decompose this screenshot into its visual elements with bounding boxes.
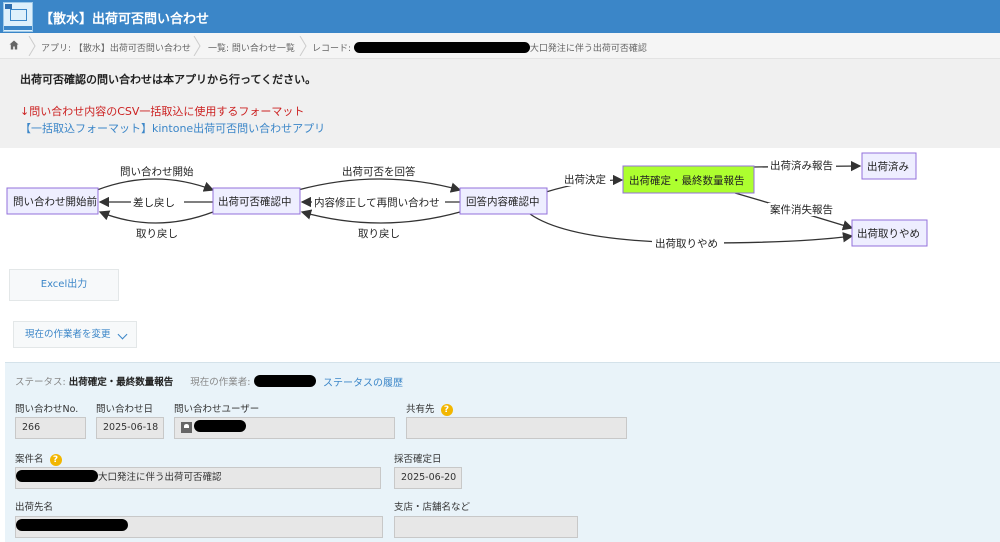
workflow-diagram: 問い合わせ開始 差し戻し 取り戻し 出荷可否を回答 内容修正して再問い合わせ 取… bbox=[6, 152, 928, 250]
redacted-block bbox=[353, 42, 530, 53]
notice-area: 出荷可否確認の問い合わせは本アプリから行ってください。 ↓問い合わせ内容のCSV… bbox=[0, 59, 1000, 148]
breadcrumb-separator bbox=[193, 36, 201, 56]
breadcrumb-separator bbox=[28, 36, 36, 56]
excel-export-button[interactable]: Excel出力 bbox=[9, 269, 119, 301]
inquiry-date-label: 問い合わせ日 bbox=[96, 404, 154, 415]
decision-date-field[interactable]: 2025-06-20 bbox=[394, 467, 462, 489]
edge-label-bg bbox=[768, 159, 836, 172]
edge-withdraw-2 bbox=[300, 209, 461, 224]
decision-date-label: 採否確定日 bbox=[394, 454, 442, 465]
edge-label-report-shipped: 出荷済み報告 bbox=[770, 159, 833, 172]
user-icon bbox=[181, 422, 192, 433]
edge-label-bg bbox=[652, 237, 724, 250]
home-icon[interactable] bbox=[9, 40, 19, 50]
share-label: 共有先? bbox=[406, 401, 453, 416]
edge-answer bbox=[297, 178, 462, 193]
edge-label-report-lost: 案件消失報告 bbox=[770, 203, 833, 216]
edge-label-bg bbox=[768, 203, 836, 216]
app-icon[interactable] bbox=[3, 2, 33, 32]
status-row: ステータス: 出荷確定・最終数量報告 現在の作業者: bbox=[15, 374, 316, 388]
inquiry-no-field[interactable]: 266 bbox=[15, 417, 86, 439]
node-checking: 出荷可否確認中 bbox=[212, 187, 301, 215]
node-cancelled: 出荷取りやめ bbox=[851, 219, 928, 247]
assignee-label: 現在の作業者: bbox=[190, 377, 254, 388]
share-field[interactable] bbox=[406, 417, 627, 439]
edge-label-bg bbox=[562, 173, 610, 186]
inquiry-date-field[interactable]: 2025-06-18 bbox=[96, 417, 164, 439]
edge-label-bg bbox=[131, 196, 184, 209]
help-icon[interactable]: ? bbox=[440, 403, 453, 416]
breadcrumb-record: レコード: 大口発注に伴う出荷可否確認 bbox=[312, 42, 647, 54]
inquiry-no-label: 問い合わせNo. bbox=[15, 404, 79, 415]
help-icon[interactable]: ? bbox=[49, 453, 62, 466]
edge-label-decide: 出荷決定 bbox=[564, 173, 606, 186]
edge-label-start-inquiry: 問い合わせ開始 bbox=[120, 165, 194, 178]
inquiry-user-field[interactable] bbox=[174, 417, 395, 439]
app-title: 【散水】出荷可否問い合わせ bbox=[40, 12, 210, 27]
branch-label: 支店・店舗名など bbox=[394, 502, 471, 513]
destination-field[interactable] bbox=[15, 516, 383, 538]
node-start: 問い合わせ開始前 bbox=[6, 187, 99, 215]
inquiry-user-label: 問い合わせユーザー bbox=[174, 404, 260, 415]
node-reviewing: 回答内容確認中 bbox=[459, 187, 548, 215]
case-label: 案件名? bbox=[15, 451, 62, 466]
record-panel: ステータス: 出荷確定・最終数量報告 現在の作業者: ステータスの履歴 問い合わ… bbox=[5, 362, 1000, 542]
edge-label-stop: 出荷取りやめ bbox=[655, 237, 718, 250]
edge-withdraw-1 bbox=[98, 210, 214, 224]
edge-label-withdraw-1: 取り戻し bbox=[136, 227, 178, 240]
notice-main: 出荷可否確認の問い合わせは本アプリから行ってください。 bbox=[20, 73, 317, 86]
svg-text:出荷確定・最終数量報告: 出荷確定・最終数量報告 bbox=[629, 174, 745, 187]
branch-field[interactable] bbox=[394, 516, 578, 538]
breadcrumb-app[interactable]: アプリ: 【散水】出荷可否問い合わせ bbox=[41, 44, 191, 54]
csv-format-note: ↓問い合わせ内容のCSV一括取込に使用するフォーマット bbox=[20, 105, 305, 118]
status-label: ステータス: bbox=[15, 377, 69, 388]
edge-label-send-back: 差し戻し bbox=[133, 196, 175, 209]
format-app-link[interactable]: 【一括取込フォーマット】kintone出荷可否問い合わせアプリ bbox=[20, 122, 326, 135]
change-assignee-button[interactable]: 現在の作業者を変更 bbox=[13, 321, 137, 348]
edge-label-withdraw-2: 取り戻し bbox=[358, 227, 400, 240]
edge-label-reinquire: 内容修正して再問い合わせ bbox=[314, 196, 440, 209]
edge-label-answer: 出荷可否を回答 bbox=[342, 165, 416, 178]
breadcrumb-separator bbox=[299, 36, 307, 56]
svg-text:出荷可否確認中: 出荷可否確認中 bbox=[218, 195, 292, 208]
edge-start-inquiry bbox=[96, 178, 215, 192]
redacted-block bbox=[194, 420, 246, 432]
svg-text:回答内容確認中: 回答内容確認中 bbox=[466, 195, 540, 208]
redacted-block bbox=[16, 519, 128, 531]
status-history-link[interactable]: ステータスの履歴 bbox=[323, 378, 403, 389]
svg-text:出荷取りやめ: 出荷取りやめ bbox=[857, 227, 920, 240]
redacted-block bbox=[16, 470, 98, 482]
case-name-field[interactable]: 大口発注に伴う出荷可否確認 bbox=[15, 467, 381, 489]
node-shipped: 出荷済み bbox=[861, 152, 917, 180]
app-header: 【散水】出荷可否問い合わせ bbox=[0, 0, 1000, 33]
breadcrumb-list[interactable]: 一覧: 問い合わせ一覧 bbox=[208, 44, 295, 54]
edge-label-bg bbox=[312, 196, 445, 209]
status-value: 出荷確定・最終数量報告 bbox=[68, 377, 174, 388]
svg-text:出荷済み: 出荷済み bbox=[867, 160, 909, 173]
redacted-block bbox=[253, 375, 316, 387]
breadcrumb: アプリ: 【散水】出荷可否問い合わせ 一覧: 問い合わせ一覧 レコード: 大口発… bbox=[0, 33, 1000, 59]
destination-label: 出荷先名 bbox=[15, 502, 54, 513]
node-confirmed-current: 出荷確定・最終数量報告 bbox=[622, 165, 755, 194]
svg-text:問い合わせ開始前: 問い合わせ開始前 bbox=[13, 195, 97, 208]
chevron-down-icon bbox=[117, 329, 128, 340]
change-assignee-label: 現在の作業者を変更 bbox=[25, 329, 111, 340]
